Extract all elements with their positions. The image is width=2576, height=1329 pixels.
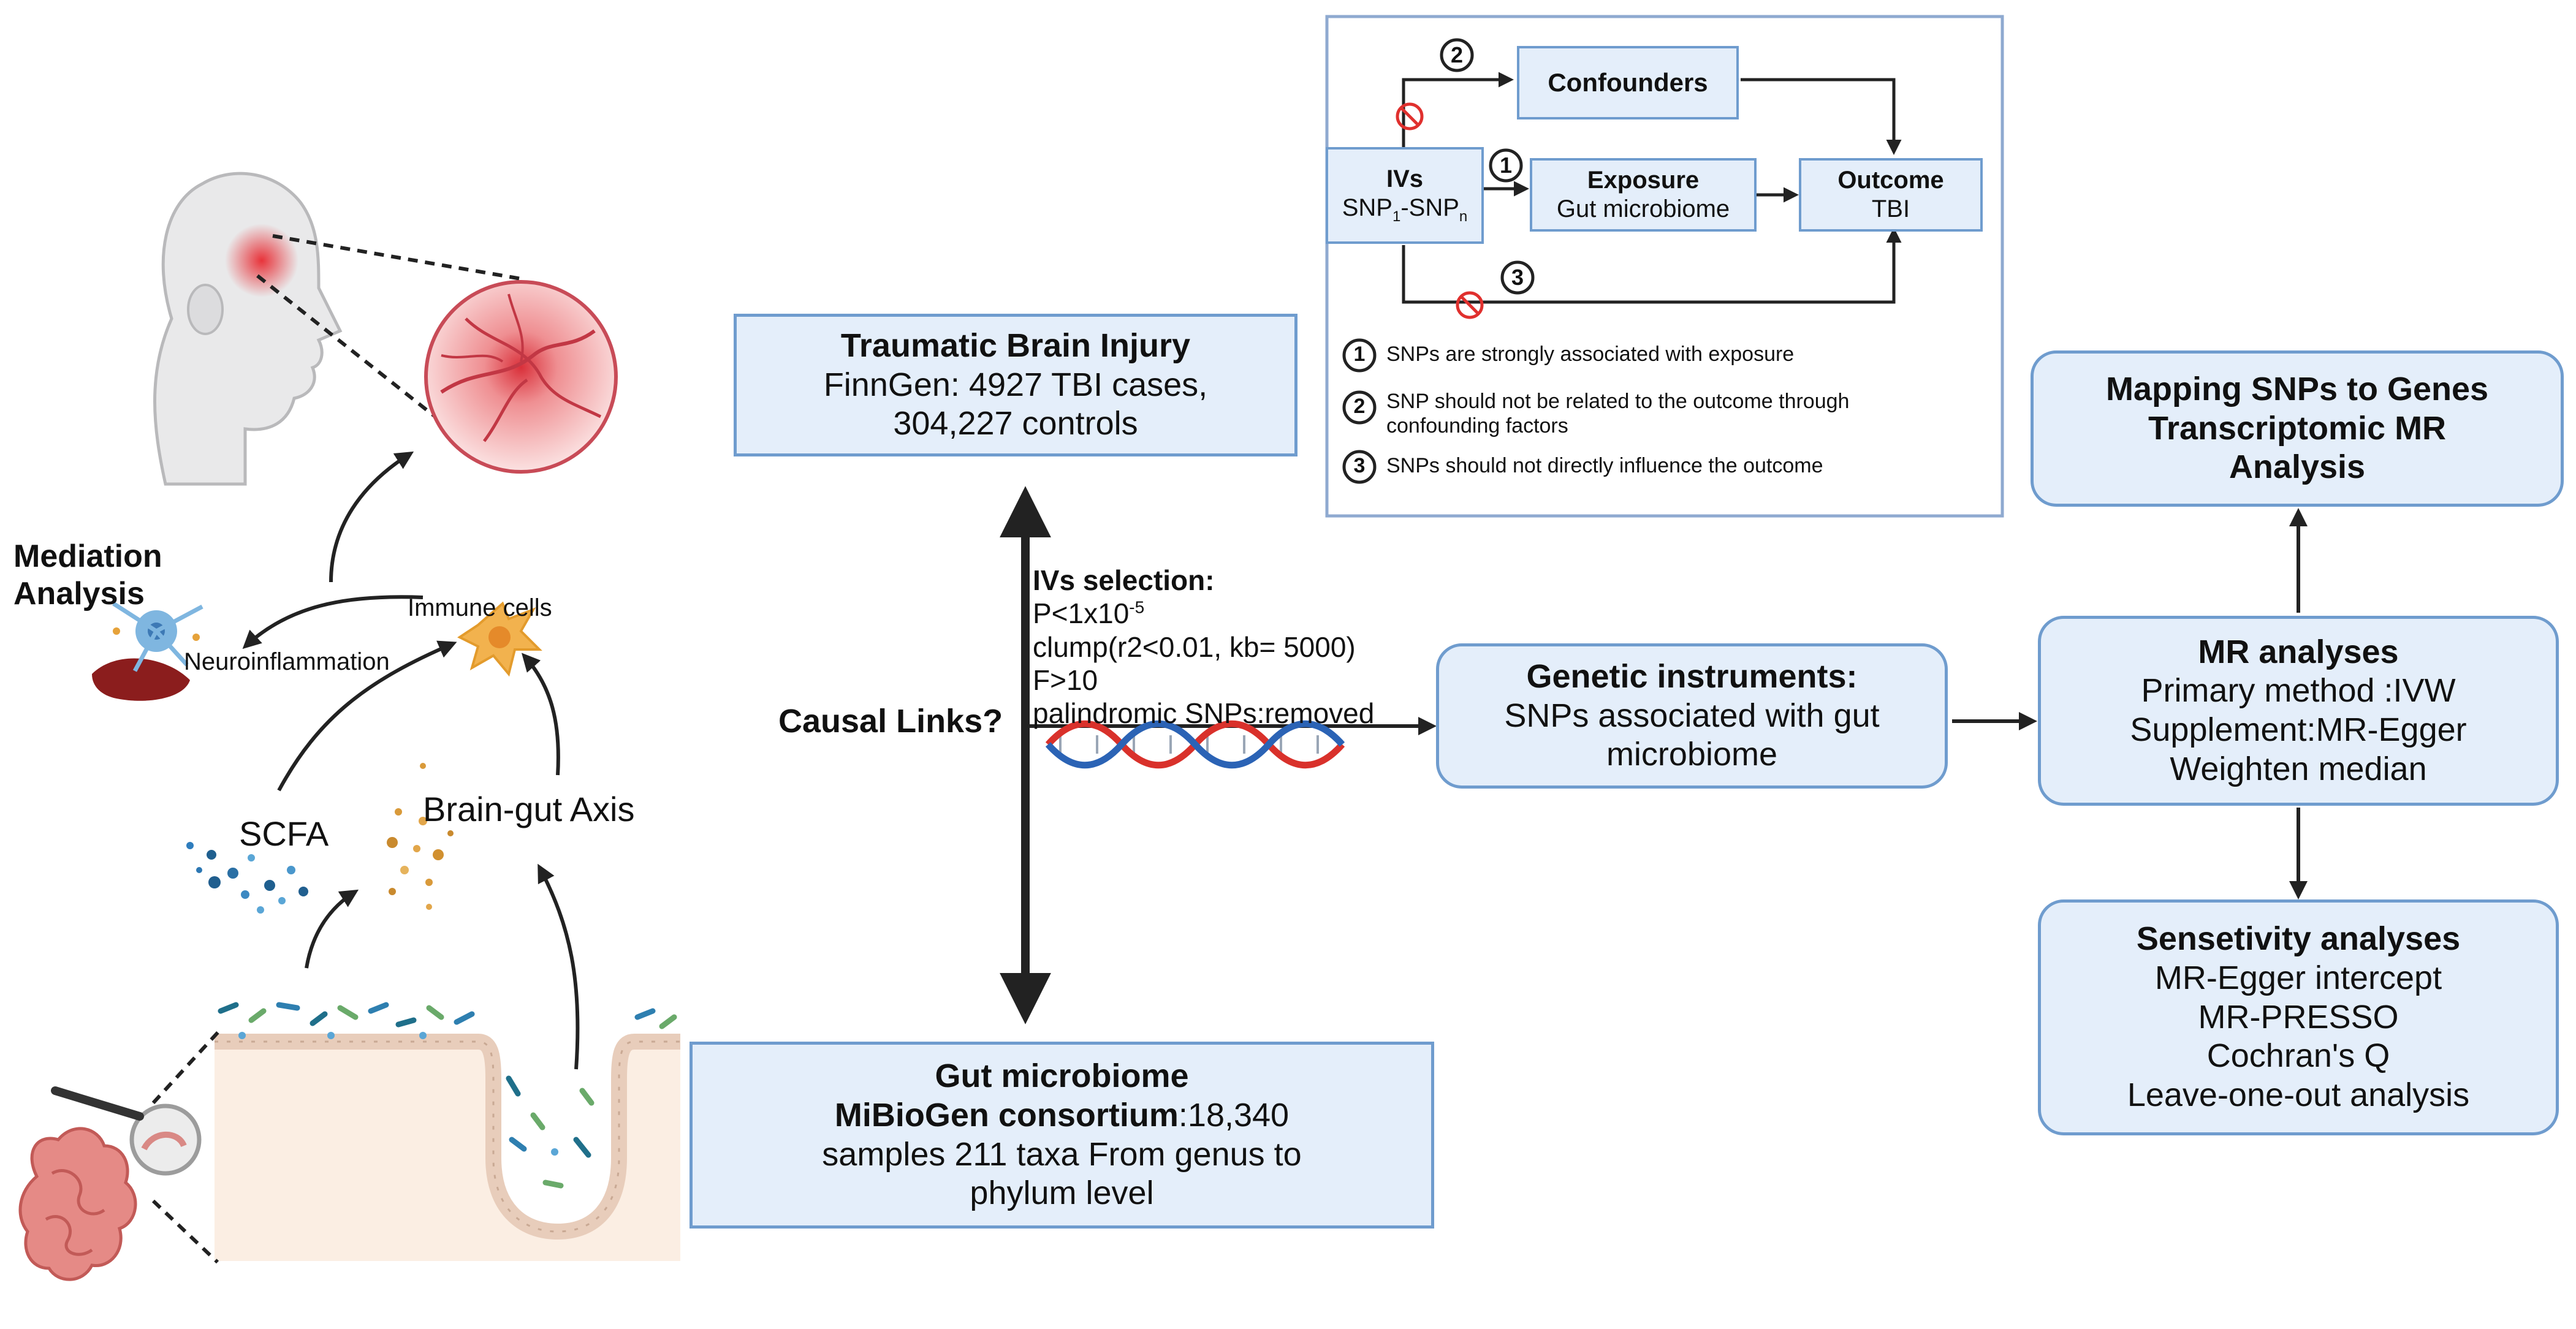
sens-line2: MR-PRESSO: [2198, 998, 2399, 1036]
gut-microbiome-box: Gut microbiome MiBioGen consortium:18,34…: [690, 1042, 1434, 1229]
outcome-box: Outcome TBI: [1799, 158, 1983, 232]
legend-item-1: SNPs are strongly associated with exposu…: [1386, 343, 1795, 366]
mapping-box: Mapping SNPs to Genes Transcriptomic MR …: [2031, 350, 2564, 507]
sens-line1: MR-Egger intercept: [2154, 959, 2442, 996]
microbiome-line2: MiBioGen consortium:18,340: [834, 1096, 1290, 1134]
causal-links-label: Causal Links?: [778, 703, 1003, 740]
brain-gut-dots: [387, 763, 454, 910]
iv-clump: clump(r2<0.01, kb= 5000): [1033, 630, 1356, 663]
iv-selection-title: IVs selection:: [1033, 564, 1215, 596]
ivs-snp-range: SNP1-SNPn: [1342, 194, 1468, 225]
genetic-instruments-box: Genetic instruments: SNPs associated wit…: [1436, 643, 1948, 789]
microbiome-line4: phylum level: [970, 1175, 1154, 1212]
tbi-line2: 304,227 controls: [893, 405, 1138, 442]
numbered-markers: [1342, 38, 1535, 484]
confounders-box: Confounders: [1517, 46, 1739, 119]
genetic-line2: microbiome: [1606, 736, 1778, 773]
legend-marker-1: 1: [1353, 343, 1366, 366]
ivs-box: IVs SNP1-SNPn: [1326, 147, 1484, 244]
magnifier-icon: [51, 1086, 202, 1176]
tbi-box: Traumatic Brain Injury FinnGen: 4927 TBI…: [734, 314, 1297, 456]
neuroinflammation-label: Neuroinflammation: [184, 648, 390, 675]
legend-item-3: SNPs should not directly influence the o…: [1386, 454, 1823, 477]
exposure-box: Exposure Gut microbiome: [1530, 158, 1757, 232]
microbiome-line3: samples 211 taxa From genus to: [822, 1135, 1302, 1173]
scfa-dots: [186, 842, 308, 914]
gut-tissue: [215, 1002, 680, 1261]
sens-line3: Cochran's Q: [2206, 1037, 2390, 1075]
sensitivity-box: Sensetivity analyses MR-Egger intercept …: [2038, 899, 2559, 1135]
injury-spot: [225, 224, 298, 297]
sens-title: Sensetivity analyses: [2136, 920, 2461, 958]
left-panel-arrows: [242, 451, 580, 1070]
brain-tissue-circle: [424, 280, 618, 474]
mediation-title: Mediation Analysis: [13, 539, 162, 612]
mr-line2: Supplement:MR-Egger: [2130, 711, 2467, 748]
head-illustration: [153, 172, 343, 486]
mr-line1: Primary method :IVW: [2141, 672, 2456, 710]
immune-cell-icon: [457, 601, 542, 677]
iv-palindromic: palindromic SNPs:removed: [1033, 697, 1375, 730]
genetic-line1: SNPs associated with gut: [1504, 697, 1880, 734]
intestine-icon: [18, 1127, 137, 1281]
microbiome-title: Gut microbiome: [935, 1058, 1189, 1095]
legend-item-2: SNP should not be related to the outcome…: [1386, 390, 1850, 438]
iv-f-stat: F>10: [1033, 664, 1098, 696]
mr-title: MR analyses: [2198, 633, 2399, 670]
tbi-title: Traumatic Brain Injury: [840, 327, 1191, 364]
immune-cells-label: Immune cells: [408, 594, 552, 621]
brain-gut-axis-label: Brain-gut Axis: [423, 790, 635, 828]
sens-line4: Leave-one-out analysis: [2127, 1077, 2470, 1114]
marker-3-bottom: 3: [1511, 265, 1524, 290]
iv-p-threshold: P<1x10-5: [1033, 597, 1145, 630]
prohibited-icon: [1396, 102, 1484, 319]
marker-1-mid: 1: [1499, 153, 1513, 178]
mr-analyses-box: MR analyses Primary method :IVW Suppleme…: [2038, 616, 2559, 806]
mr-line3: Weighten median: [2170, 750, 2427, 787]
legend-marker-2: 2: [1353, 395, 1366, 418]
marker-2-top: 2: [1450, 42, 1464, 67]
legend-marker-3: 3: [1353, 454, 1366, 477]
scfa-label: SCFA: [239, 814, 329, 853]
genetic-title: Genetic instruments:: [1526, 657, 1858, 695]
dna-helix-icon: [1045, 720, 1345, 769]
neuroinflammation-icon: [92, 602, 203, 701]
tbi-line1: FinnGen: 4927 TBI cases,: [823, 366, 1208, 403]
iv-selection-block: IVs selection: P<1x10-5 clump(r2<0.01, k…: [1033, 564, 1374, 730]
